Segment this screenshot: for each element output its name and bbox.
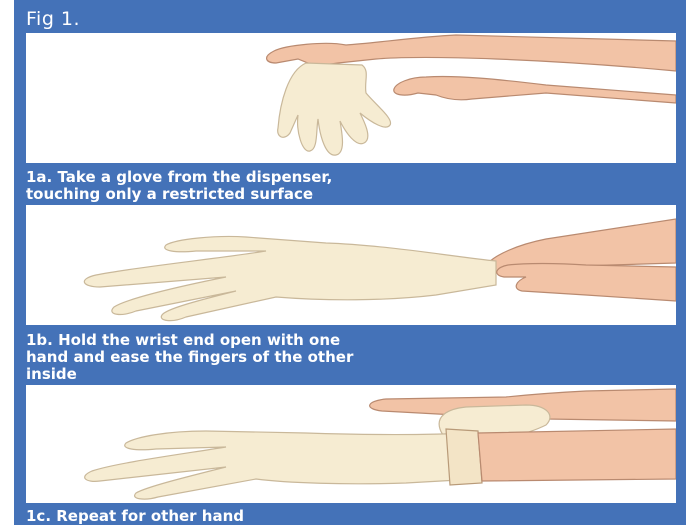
step-1c-illustration (26, 385, 676, 503)
glove-pinched-from-dispenser-image (26, 33, 676, 163)
step-1a-illustration (26, 33, 676, 163)
figure-frame: Fig 1. 1a. Take a glove from the dispens… (14, 0, 686, 525)
step-1a-caption-line-2: touching only a restricted surface (26, 186, 313, 203)
step-1b-illustration (26, 205, 676, 325)
step-1a-caption-line-1: 1a. Take a glove from the dispenser, (26, 169, 332, 186)
step-1b-caption-line-1: 1b. Hold the wrist end open with one (26, 332, 340, 349)
hand-entering-glove-image (26, 205, 676, 325)
step-1b-caption-line-2: hand and ease the fingers of the other (26, 349, 353, 366)
repeat-other-hand-image (26, 385, 676, 503)
step-1c-caption-line-1: 1c. Repeat for other hand (26, 508, 244, 525)
step-1b-caption-line-3: inside (26, 366, 77, 383)
figure-title: Fig 1. (26, 8, 80, 30)
